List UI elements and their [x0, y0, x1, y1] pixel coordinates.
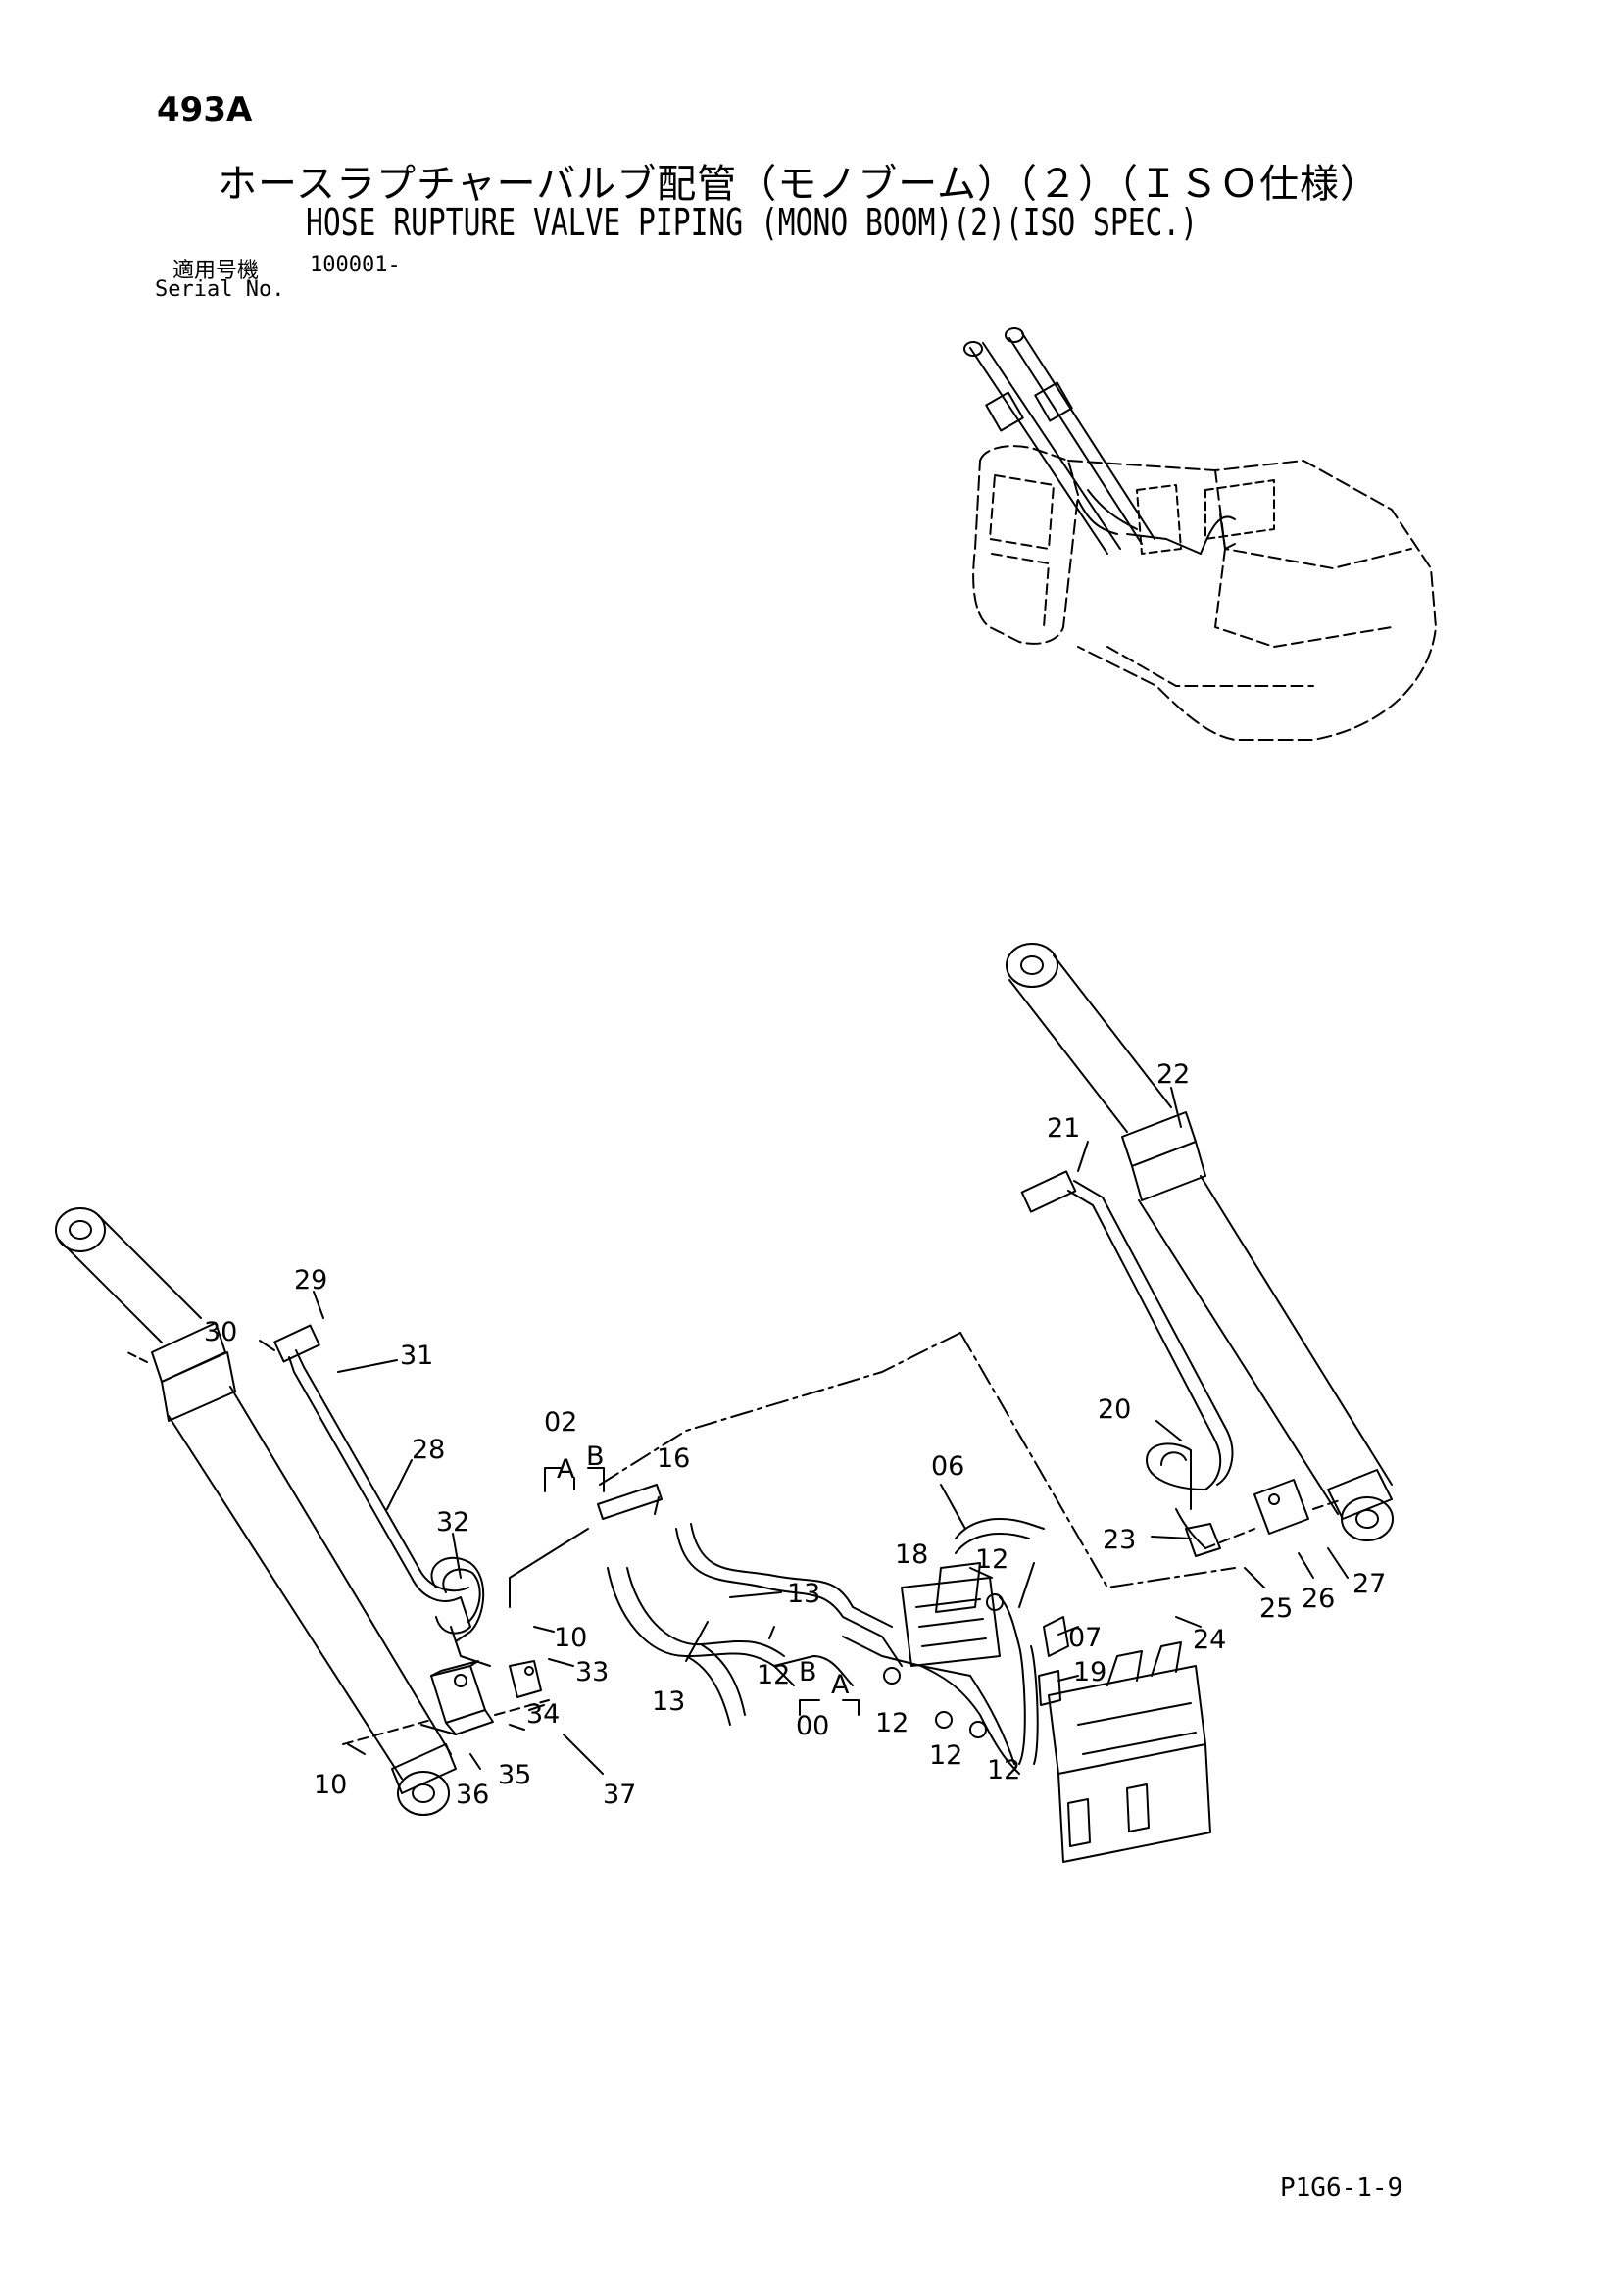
callout-13b: 13 — [652, 1686, 685, 1717]
page-header: 493A ホースラプチャーバルブ配管（モノブーム）（２）（ＩＳＯ仕様） HOSE… — [0, 0, 1622, 314]
callout-10b: 10 — [314, 1770, 347, 1800]
callout-23: 23 — [1103, 1525, 1136, 1555]
callout-33: 33 — [575, 1657, 609, 1687]
callout-29: 29 — [294, 1265, 327, 1295]
pipe-28 — [273, 1324, 491, 1667]
callout-37: 37 — [603, 1780, 636, 1810]
callout-B1: B — [586, 1441, 605, 1472]
excavator-overview — [963, 327, 1437, 741]
left-valve-block — [342, 1660, 550, 1745]
callout-16: 16 — [657, 1443, 690, 1474]
callout-07: 07 — [1068, 1623, 1102, 1653]
serial-label-english: Serial No. — [155, 277, 285, 302]
callout-36: 36 — [456, 1780, 489, 1810]
callout-A1: A — [557, 1454, 575, 1485]
left-boom-cylinder — [55, 1207, 457, 1816]
title-english: HOSE RUPTURE VALVE PIPING (MONO BOOM)(2)… — [306, 201, 1199, 244]
callout-27: 27 — [1352, 1569, 1386, 1599]
callout-12c: 12 — [929, 1740, 962, 1771]
callout-19: 19 — [1073, 1657, 1106, 1687]
callout-32: 32 — [436, 1507, 469, 1538]
title-japanese: ホースラプチャーバルブ配管（モノブーム）（２）（ＩＳＯ仕様） — [218, 162, 1380, 207]
pilot-valve — [901, 1518, 1045, 1667]
callout-26: 26 — [1302, 1584, 1335, 1614]
callout-12b: 12 — [875, 1708, 909, 1738]
callout-12d: 12 — [987, 1755, 1020, 1785]
callout-28: 28 — [412, 1435, 445, 1465]
callout-30: 30 — [204, 1317, 237, 1347]
leader-lines — [259, 1087, 1349, 1775]
callout-06: 06 — [931, 1451, 964, 1482]
callout-02: 02 — [544, 1407, 577, 1438]
serial-label-japanese: 適用号機 — [172, 259, 260, 283]
pipe-20 — [1020, 1170, 1344, 1557]
callout-A2: A — [831, 1670, 850, 1700]
callout-21: 21 — [1047, 1113, 1080, 1144]
callout-B2: B — [799, 1657, 817, 1687]
callout-labels: 29 30 31 28 32 10 33 34 35 36 10 37 02 A… — [204, 1059, 1386, 1810]
callout-20: 20 — [1098, 1394, 1131, 1425]
callout-22: 22 — [1156, 1059, 1190, 1090]
callout-24: 24 — [1193, 1625, 1226, 1655]
right-boom-cylinder — [1006, 943, 1394, 1541]
callout-12a: 12 — [757, 1660, 790, 1690]
hose-bundle — [509, 1332, 1236, 1775]
control-valve — [1038, 1616, 1211, 1863]
callout-12e: 12 — [975, 1544, 1008, 1575]
serial-value: 100001- — [310, 253, 401, 277]
callout-00: 00 — [796, 1711, 829, 1741]
callout-31: 31 — [400, 1341, 433, 1371]
callout-10a: 10 — [554, 1623, 587, 1653]
callout-35: 35 — [498, 1760, 531, 1790]
callout-34: 34 — [526, 1699, 560, 1730]
page-code: P1G6-1-9 — [1280, 2174, 1403, 2203]
callout-13a: 13 — [787, 1579, 820, 1609]
page-number: 493A — [157, 90, 253, 129]
callout-25: 25 — [1259, 1593, 1293, 1624]
callout-18: 18 — [895, 1539, 928, 1570]
